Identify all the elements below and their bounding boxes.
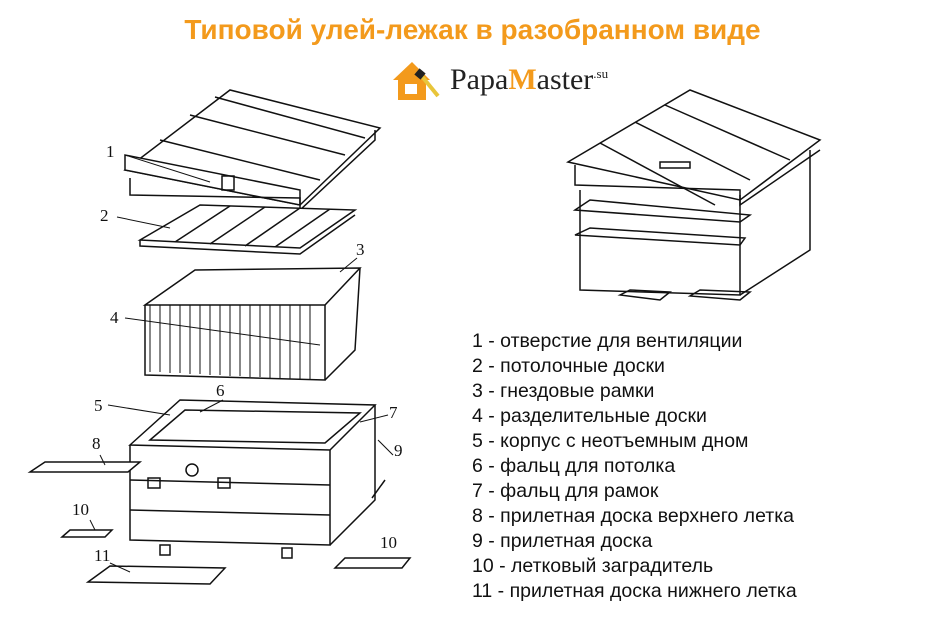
legend-item: 4 - разделительные доски [472,405,707,427]
page-title: Типовой улей-лежак в разобранном виде [184,14,761,45]
callout-6: 6 [216,381,225,400]
legend-item: 9 - прилетная доска [472,530,653,552]
callout-7: 7 [389,403,398,422]
callout-1: 1 [106,142,115,161]
callout-9: 9 [394,441,403,460]
landing-board [371,479,386,499]
callout-2: 2 [100,206,109,225]
house-brush-icon [393,62,440,100]
legend-item: 11 - прилетная доска нижнего летка [472,580,797,602]
lower-landing-board [85,565,227,585]
legend-item: 6 - фальц для потолка [472,455,676,477]
legend-item: 10 - летковый заградитель [472,555,714,577]
legend-item: 2 - потолочные доски [472,355,665,377]
hive-body [128,399,377,559]
legend-item: 3 - гнездовые рамки [472,380,655,402]
assembled-hive [565,89,822,301]
roof [123,89,382,212]
callout-3: 3 [356,240,365,259]
legend: 1 - отверстие для вентиляции 2 - потолоч… [472,329,797,604]
frames [142,267,362,381]
papamaster-logo: PapaMaster.su [390,58,608,102]
legend-item: 5 - корпус с неотъемным дном [472,430,749,452]
entrance-reducer-left [60,529,114,538]
upper-landing-board [27,461,143,473]
callout-10-right: 10 [380,533,397,552]
callout-5: 5 [94,396,103,415]
callout-8: 8 [92,434,101,453]
callout-11: 11 [94,546,111,565]
ceiling-boards [137,204,358,255]
legend-item: 7 - фальц для рамок [472,480,659,502]
callout-10-left: 10 [72,500,89,519]
entrance-reducer-right [333,557,412,569]
logo-text: PapaMaster.su [450,63,609,96]
callout-4: 4 [110,308,119,327]
legend-item: 8 - прилетная доска верхнего летка [472,505,794,527]
legend-item: 1 - отверстие для вентиляции [472,330,743,352]
